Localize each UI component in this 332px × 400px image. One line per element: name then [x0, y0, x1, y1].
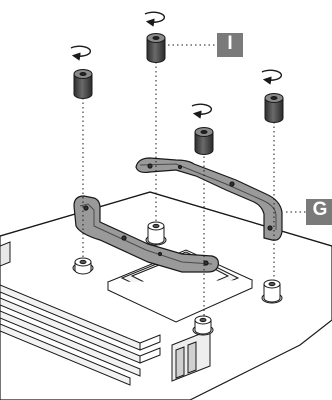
- standoff: [145, 221, 167, 246]
- rotate-arrow-icon: [144, 11, 166, 27]
- rotate-arrow-icon: [70, 45, 92, 61]
- standoff: [261, 279, 283, 304]
- mounting-bracket: [73, 195, 219, 273]
- standoff: [72, 257, 94, 275]
- mounting-bracket: [135, 157, 283, 241]
- memory-slots: [0, 241, 161, 386]
- standoff: [192, 315, 214, 336]
- thumbscrew: [264, 93, 284, 123]
- thumbscrew: [73, 69, 93, 99]
- callout-label-thumbscrews: I: [217, 33, 243, 57]
- thumbscrew: [146, 33, 166, 63]
- thumbscrew: [194, 127, 214, 155]
- alignment-lines: [82, 44, 306, 316]
- board-connector: [171, 329, 211, 382]
- callout-label-bracket: G: [306, 199, 332, 225]
- rotate-arrow-icon: [261, 69, 283, 85]
- rotate-arrow-icon: [191, 103, 213, 119]
